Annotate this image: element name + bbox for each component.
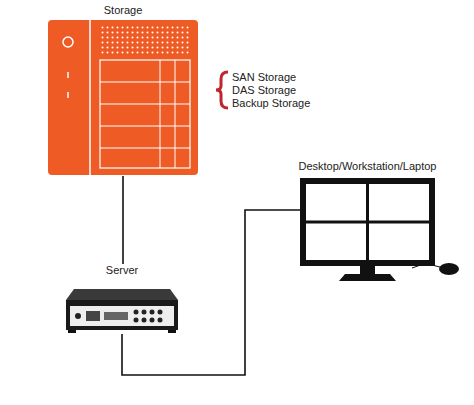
device-heading: Desktop/Workstation/Laptop — [280, 160, 455, 173]
storage-type-label: SAN Storage — [232, 71, 296, 83]
cable-line — [122, 176, 124, 264]
server-device — [66, 289, 178, 333]
storage-device — [48, 20, 198, 175]
device-heading: Storage — [28, 4, 218, 17]
curly-bracket — [216, 72, 228, 108]
desktop-monitor — [303, 181, 459, 281]
device-heading: Server — [46, 264, 198, 277]
storage-type-label: Backup Storage — [232, 97, 310, 109]
workstation-node: Desktop/Workstation/Laptop — [300, 160, 435, 282]
server-node: Server — [66, 264, 178, 334]
storage-node: Storage — [48, 4, 198, 176]
cable-line — [122, 210, 300, 375]
storage-type-label: DAS Storage — [232, 84, 296, 96]
